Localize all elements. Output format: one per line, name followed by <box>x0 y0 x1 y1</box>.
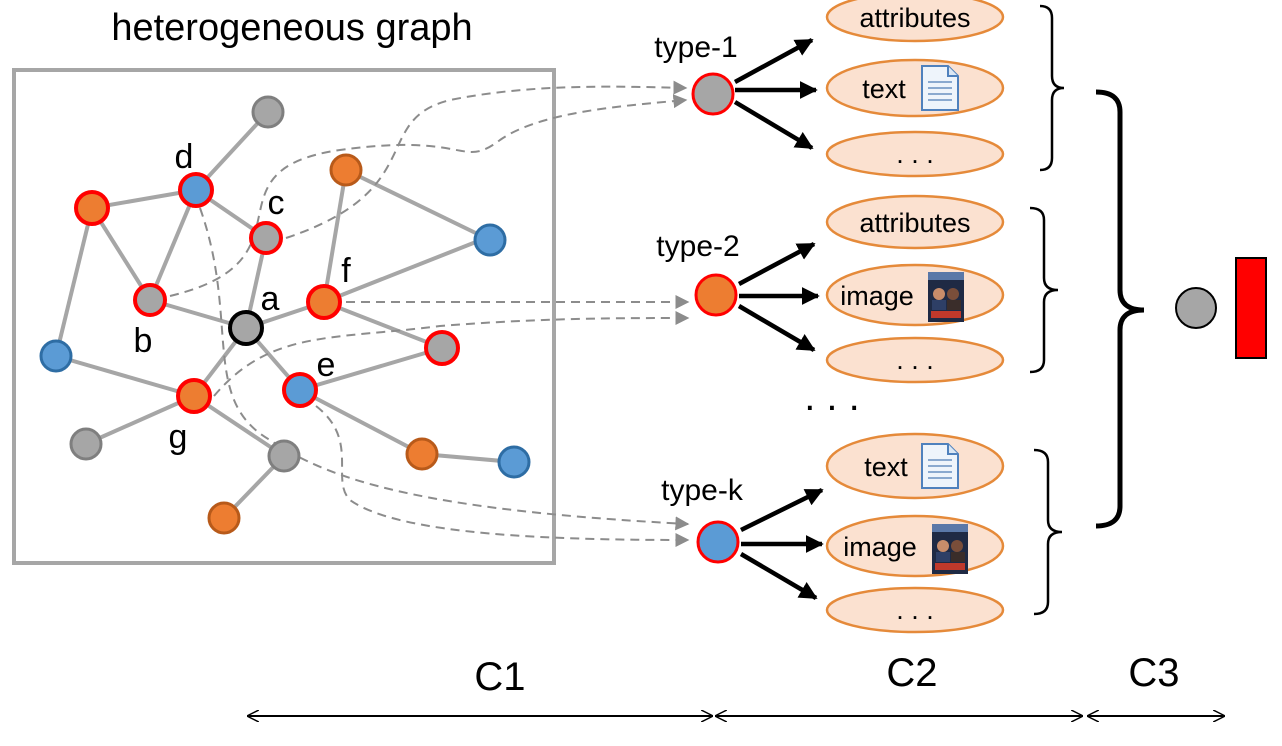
graph-node-a <box>228 310 264 346</box>
type-2-group: type-2 attributes image . . . <box>656 194 1059 384</box>
type-1-node <box>691 72 735 116</box>
type-2-node <box>694 273 738 317</box>
type-k-node <box>696 520 740 564</box>
type-2-brace <box>1029 206 1059 374</box>
graph-frame <box>12 68 556 565</box>
graph-node-d <box>178 172 214 208</box>
graph-node-labels: d c f a b e g <box>134 138 352 456</box>
type-1-label: type-1 <box>654 31 737 64</box>
type-k-label: type-k <box>661 474 744 507</box>
node-label-g: g <box>169 418 188 456</box>
graph-node-g <box>176 378 212 414</box>
graph-node <box>329 153 363 187</box>
node-label-c: c <box>268 184 285 222</box>
type-k-brace <box>1033 448 1063 616</box>
graph-node <box>267 439 301 473</box>
type-2-content-3-label: . . . <box>896 345 934 375</box>
graph-node-f <box>306 284 342 320</box>
type-1-group: type-1 attributes text . . . <box>654 0 1065 178</box>
type-1-brace <box>1039 4 1065 172</box>
graph-node <box>405 437 439 471</box>
graph-nodes <box>39 95 531 535</box>
graph-node <box>251 95 285 129</box>
graph-node <box>39 339 73 373</box>
between-types-ellipsis: . . . <box>804 375 860 419</box>
type-1-content-2-label: text <box>862 74 906 104</box>
type-1-content-2 <box>825 58 1005 118</box>
graph-node <box>473 223 507 257</box>
type-k-content-1-label: text <box>864 452 908 482</box>
type-2-content-2-label: image <box>840 281 914 311</box>
c1-label: C1 <box>474 655 525 699</box>
type-k-group: type-k text image . . . <box>661 432 1063 634</box>
graph-node-e <box>282 372 318 408</box>
graph-node-b <box>133 283 167 317</box>
graph-node-c <box>249 221 283 255</box>
node-label-b: b <box>134 322 153 360</box>
graph-node <box>69 427 103 461</box>
c3-label: C3 <box>1128 651 1179 695</box>
type-2-content-1 <box>825 194 1005 250</box>
type-k-content-1 <box>825 432 1005 500</box>
c2-label: C2 <box>886 651 937 695</box>
type-1-content-1 <box>825 0 1005 43</box>
graph-node <box>207 501 241 535</box>
node-label-a: a <box>261 280 280 318</box>
type-2-label: type-2 <box>656 230 739 263</box>
image-icon <box>928 272 964 322</box>
image-icon <box>932 524 968 574</box>
node-label-d: d <box>175 138 194 176</box>
graph-node-red-ring <box>424 330 460 366</box>
graph-title: heterogeneous graph <box>111 7 472 49</box>
type-2-content-1-label: attributes <box>859 208 970 238</box>
document-icon <box>921 443 959 489</box>
type-1-content-3 <box>825 130 1005 178</box>
aggregate-brace <box>1095 89 1145 529</box>
type-k-content-3 <box>825 586 1005 634</box>
type-1-content-1-label: attributes <box>859 3 970 33</box>
type-k-content-3-label: . . . <box>896 595 934 625</box>
type-k-content-2-label: image <box>843 532 917 562</box>
output-node <box>1175 287 1217 329</box>
graph-node-red-ring <box>74 190 110 226</box>
type-1-content-3-label: . . . <box>896 139 934 169</box>
type-2-content-3 <box>825 336 1005 384</box>
node-label-e: e <box>317 346 336 384</box>
graph-node <box>497 445 531 479</box>
node-label-f: f <box>341 252 351 290</box>
document-icon <box>921 65 959 111</box>
embedding-bar <box>1235 257 1267 359</box>
